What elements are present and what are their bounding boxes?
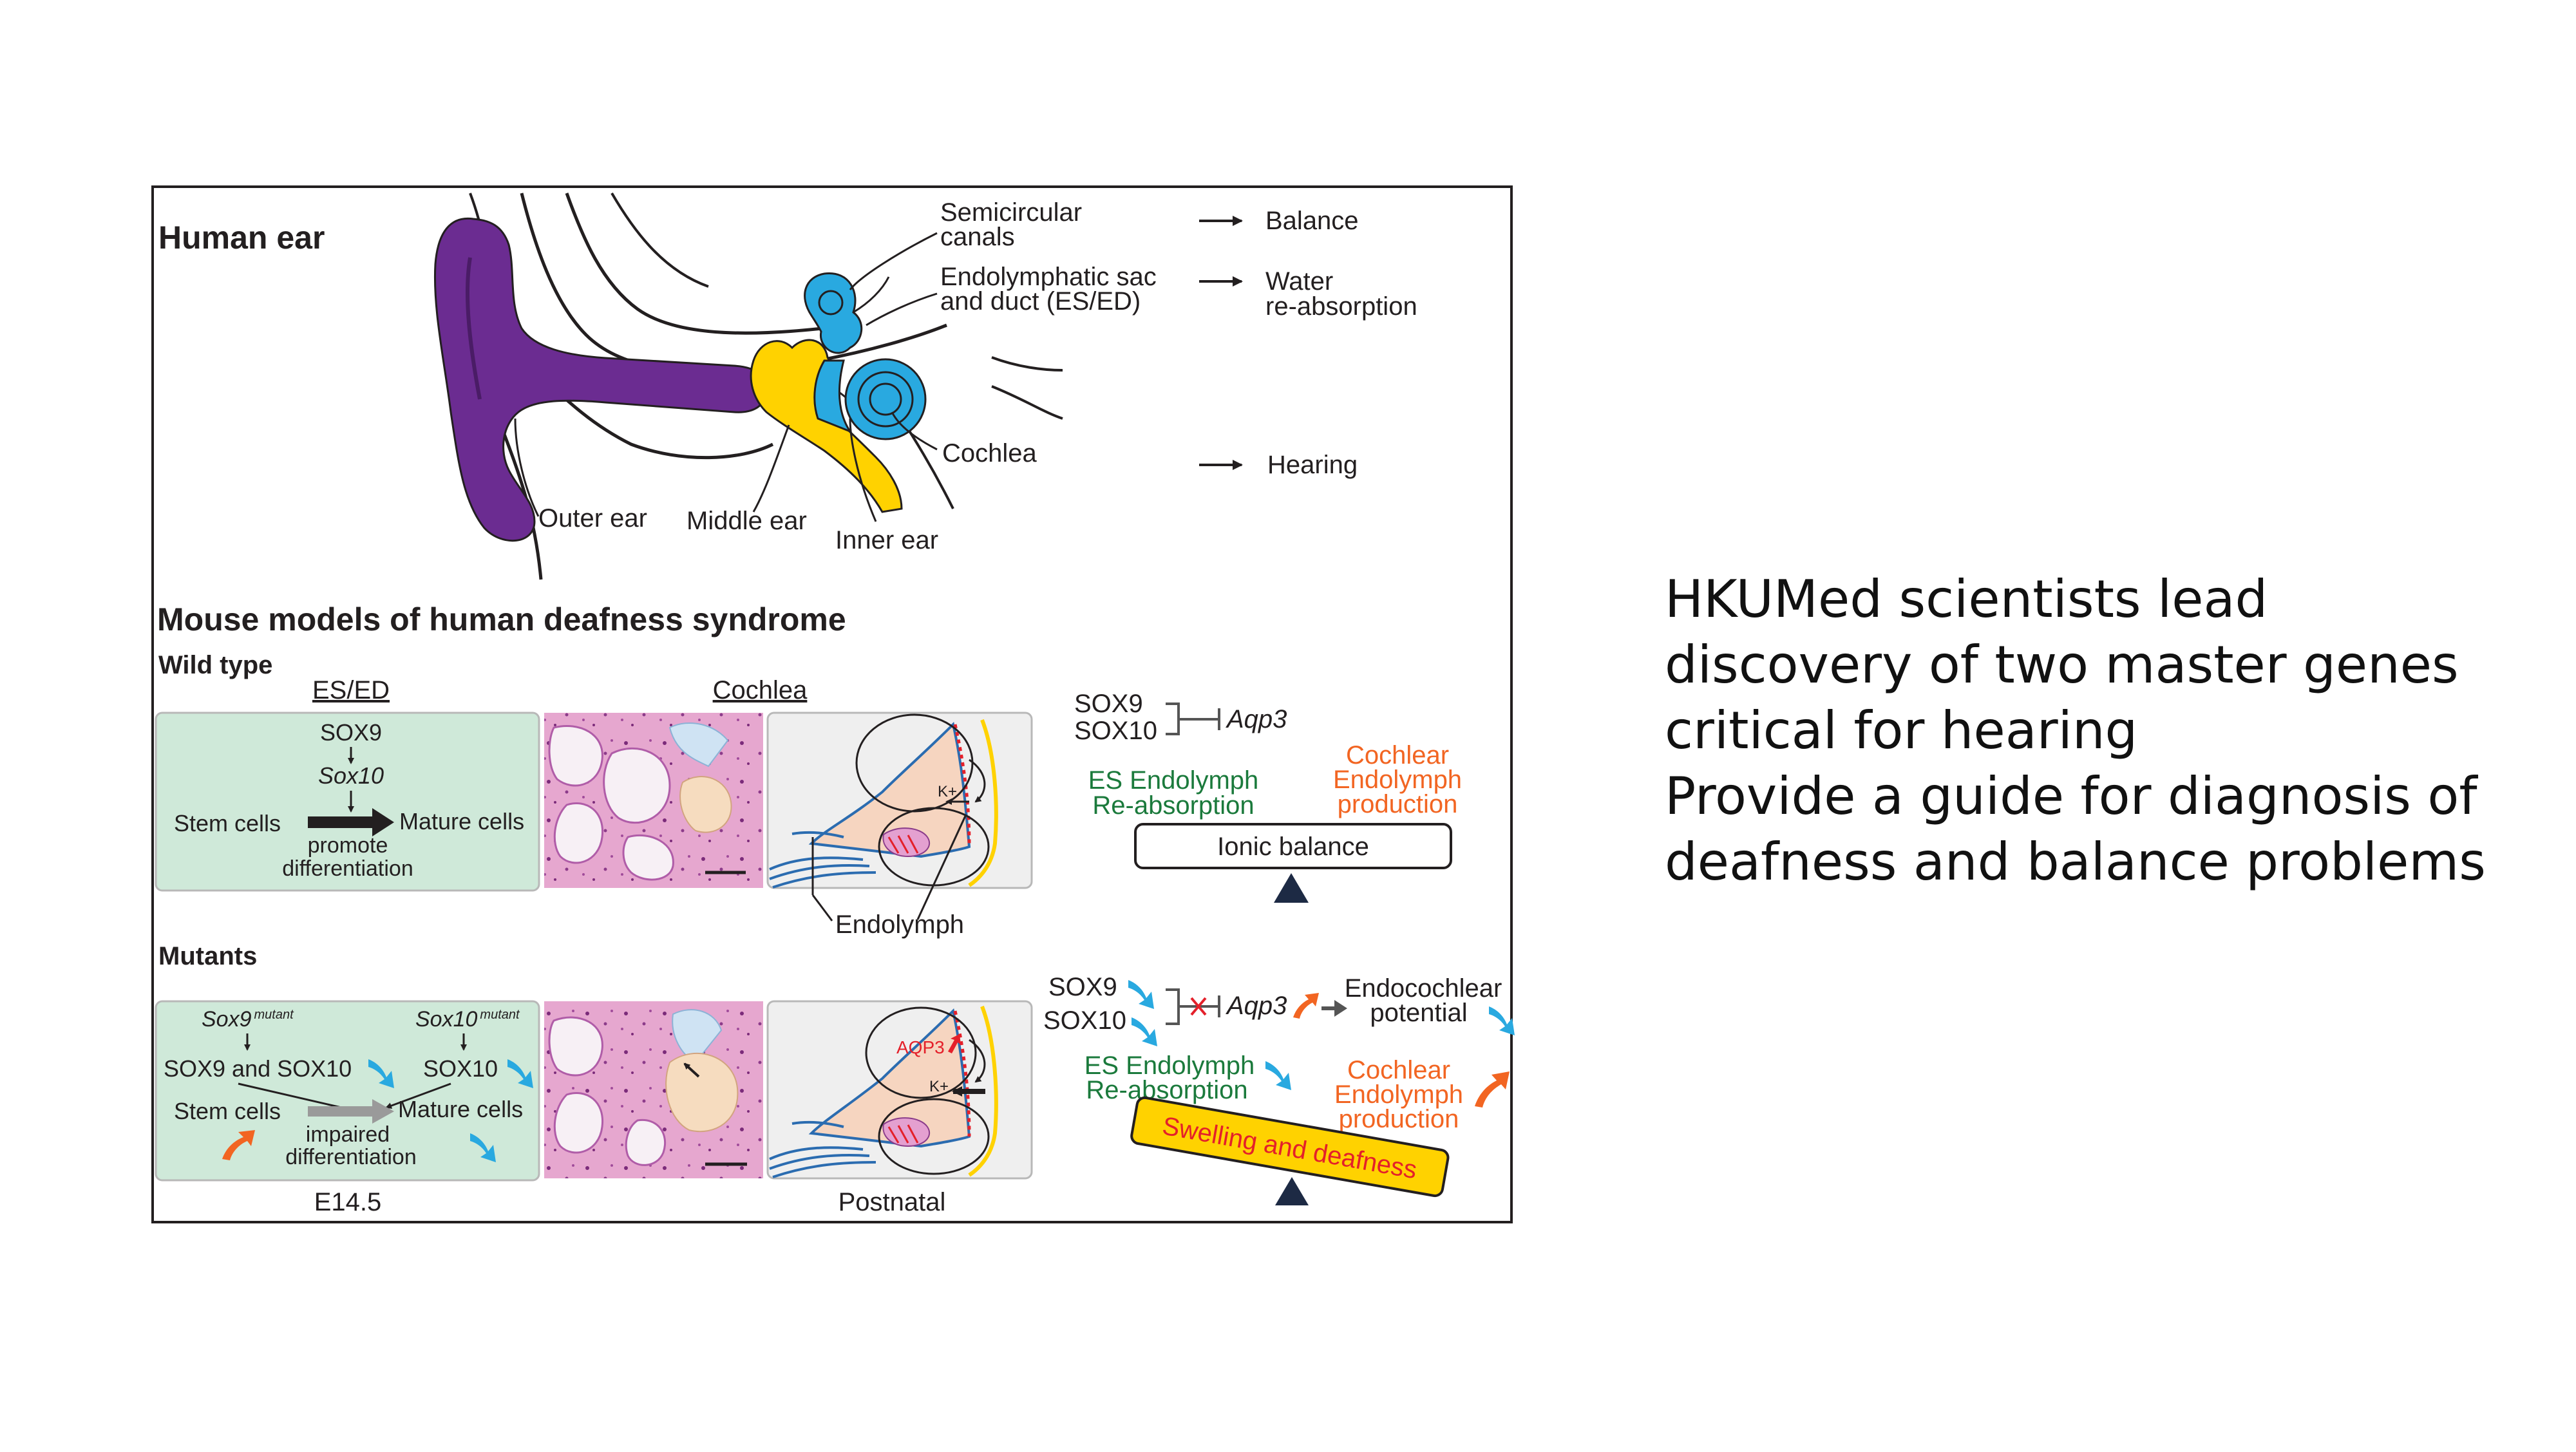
mut-histology-image	[544, 1001, 763, 1178]
up-arrow-icon	[1293, 993, 1319, 1019]
stage-e14-5: E14.5	[314, 1188, 382, 1216]
inner-ear-label: Inner ear	[835, 526, 938, 554]
mut-cochlear-endolymph-1: Cochlear	[1347, 1056, 1450, 1084]
semicircular-canals-label-2: canals	[940, 223, 1015, 251]
headline-line: Provide a guide for diagnosis of	[1665, 766, 2477, 826]
mut-mature-cells: Mature cells	[398, 1096, 523, 1122]
down-arrow-icon	[1128, 980, 1154, 1009]
wt-gene-sox10: SOX10	[1074, 717, 1157, 745]
mut-cochlear-endolymph-2: Endolymph	[1334, 1080, 1463, 1109]
down-arrow-icon	[470, 1133, 496, 1162]
wt-promote-2: differentiation	[282, 856, 413, 881]
blocked-cross-icon	[1190, 997, 1207, 1016]
down-arrow-icon	[1265, 1061, 1291, 1090]
cochlea-header: Cochlea	[713, 676, 808, 704]
ionic-balance-bar	[1134, 823, 1452, 869]
mut-gene-sox10: SOX10	[1043, 1006, 1126, 1035]
aqp3-marker-label: AQP3	[896, 1037, 945, 1057]
mut-impaired-1: impaired	[306, 1122, 390, 1147]
down-arrow-icon	[1132, 1017, 1157, 1046]
mut-endocochlear-2: potential	[1370, 999, 1467, 1027]
human-ear-title: Human ear	[158, 220, 325, 256]
wt-cochlear-endolymph-2: Endolymph	[1333, 766, 1462, 794]
mut-sox10: SOX10	[423, 1055, 498, 1082]
mut-k-label: K+	[929, 1078, 949, 1095]
ear-illustration	[433, 192, 1063, 580]
mouse-models-title: Mouse models of human deafness syndrome	[157, 601, 846, 637]
function-arrows	[1199, 216, 1243, 470]
down-arrow-icon	[507, 1059, 533, 1088]
mut-es-endolymph-2: Re-absorption	[1086, 1076, 1247, 1104]
wt-gene-sox9: SOX9	[1074, 690, 1143, 718]
wt-cochlea-schematic	[766, 712, 1033, 889]
wt-es-endolymph-1: ES Endolymph	[1088, 766, 1259, 795]
es-ed-label-1: Endolymphatic sac	[940, 263, 1157, 291]
up-arrow-icon	[1475, 1071, 1510, 1108]
water-label-2: re-absorption	[1265, 292, 1417, 321]
wt-inhibition-bracket	[1166, 702, 1220, 735]
semicircular-canals-label-1: Semicircular	[940, 198, 1082, 227]
mut-sox10-sup: mutant	[480, 1008, 520, 1022]
mut-cochlea-schematic	[766, 1000, 1033, 1180]
up-arrow-icon	[222, 1130, 255, 1160]
mut-aqp3: Aqp3	[1226, 992, 1287, 1020]
hearing-label: Hearing	[1267, 451, 1358, 479]
mut-sox9-and-sox10: SOX9 and SOX10	[164, 1055, 352, 1082]
mut-impaired-arrow	[308, 1099, 394, 1124]
down-arrow-icon	[368, 1059, 394, 1088]
wt-histology-image	[544, 713, 763, 888]
es-ed-label-2: and duct (ES/ED)	[940, 287, 1141, 316]
headline-text: HKUMed scientists lead discovery of two …	[1665, 567, 2553, 895]
wt-sox10: Sox10	[318, 762, 384, 789]
wild-type-label: Wild type	[158, 651, 272, 679]
stage-postnatal: Postnatal	[838, 1188, 946, 1216]
balance-label: Balance	[1265, 207, 1359, 235]
down-arrow-icon	[1489, 1006, 1515, 1035]
wt-promote-1: promote	[308, 833, 388, 858]
mut-gene-sox9: SOX9	[1048, 973, 1117, 1001]
wt-fulcrum	[1274, 873, 1309, 903]
ionic-balance-label: Ionic balance	[1217, 833, 1369, 861]
mut-stem-cells: Stem cells	[174, 1098, 281, 1124]
mut-cochlear-endolymph-3: production	[1339, 1105, 1459, 1133]
wt-es-ed-panel	[155, 712, 540, 892]
wt-cochlear-endolymph-3: production	[1338, 790, 1458, 818]
up-arrow-icon	[948, 1034, 961, 1053]
mutants-label: Mutants	[158, 942, 257, 970]
cochlea-label: Cochlea	[942, 439, 1037, 467]
wt-es-endolymph-2: Re-absorption	[1092, 791, 1254, 820]
wt-mature-cells: Mature cells	[399, 808, 524, 834]
wt-aqp3: Aqp3	[1226, 705, 1287, 733]
wt-k-label: K+	[938, 783, 957, 800]
endolymph-leader-2	[811, 894, 833, 921]
headline-line: HKUMed scientists lead	[1665, 569, 2268, 629]
es-ed-header: ES/ED	[312, 676, 390, 704]
endolymph-label: Endolymph	[835, 910, 964, 939]
headline-line: deafness and balance problems	[1665, 832, 2486, 892]
wt-sox9: SOX9	[320, 719, 382, 746]
wt-stem-cells: Stem cells	[174, 810, 281, 836]
middle-ear-label: Middle ear	[687, 507, 807, 535]
headline-line: discovery of two master genes	[1665, 635, 2459, 695]
mut-endocochlear-1: Endocochlear	[1345, 974, 1502, 1003]
mut-impaired-2: differentiation	[285, 1145, 417, 1169]
mut-es-endolymph-1: ES Endolymph	[1084, 1051, 1255, 1080]
water-label-1: Water	[1265, 267, 1333, 296]
mut-fulcrum	[1275, 1177, 1309, 1205]
wt-cochlear-endolymph-1: Cochlear	[1346, 741, 1449, 769]
mut-arrow-to-potential	[1321, 1000, 1347, 1017]
outer-ear-label: Outer ear	[538, 504, 647, 533]
mut-sox9-sup: mutant	[254, 1008, 295, 1022]
wt-promote-arrow	[308, 808, 394, 836]
headline-line: critical for hearing	[1665, 701, 2138, 760]
endolymph-leader	[916, 814, 967, 920]
